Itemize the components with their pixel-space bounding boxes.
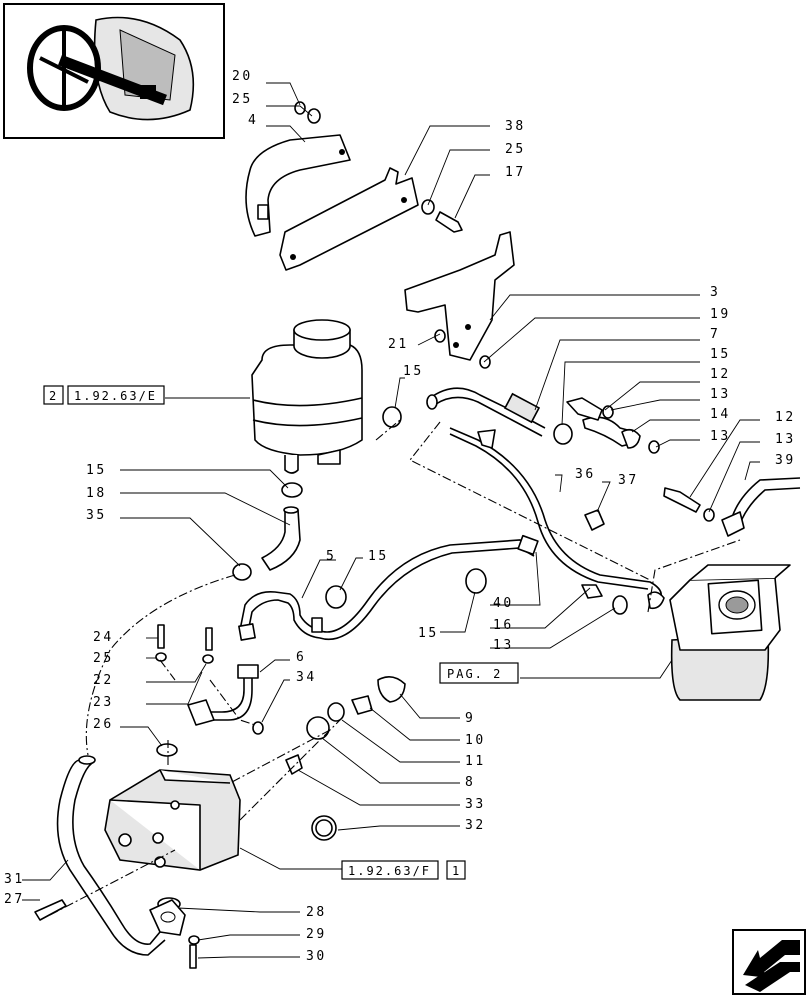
- callout-20: 20: [232, 69, 253, 84]
- part-18-elbow-hose: [261, 506, 301, 571]
- callout-25: 25: [232, 92, 253, 107]
- ref-page-code: 1.92.63/E: [74, 389, 157, 403]
- pressure-pipe-6: [187, 664, 259, 726]
- ref-sheet-number: 1: [452, 864, 461, 878]
- fittings-right: [566, 397, 801, 615]
- callout-35: 35: [86, 508, 107, 523]
- page-navigation-arrow-icon[interactable]: [732, 929, 806, 995]
- part-4-tank-strap: [245, 134, 351, 237]
- steering-wheel-thumbnail-icon: [3, 3, 225, 139]
- callout-33: 33: [465, 797, 486, 812]
- callout-34: 34: [296, 670, 317, 685]
- callout-28: 28: [306, 905, 327, 920]
- callout-9: 9: [465, 711, 475, 726]
- callout-13: 13: [710, 429, 731, 444]
- callout-39: 39: [775, 453, 796, 468]
- callout-11: 11: [465, 754, 486, 769]
- callout-36: 36: [575, 467, 596, 482]
- callout-27: 27: [4, 892, 25, 907]
- callout-32: 32: [465, 818, 486, 833]
- callout-38: 38: [505, 119, 526, 134]
- callout-15: 15: [418, 626, 439, 641]
- callout-23: 23: [93, 695, 114, 710]
- callout-21: 21: [388, 337, 409, 352]
- callout-13: 13: [493, 638, 514, 653]
- callout-31: 31: [4, 872, 25, 887]
- callout-6: 6: [296, 650, 306, 665]
- ref-page-label: PAG. 2: [447, 667, 502, 681]
- callout-25: 25: [93, 651, 114, 666]
- pump-flange-30: [149, 899, 186, 936]
- bolts-left: [34, 624, 214, 969]
- callout-26: 26: [93, 717, 114, 732]
- callout-15: 15: [86, 463, 107, 478]
- callout-labels: 20 25 4 38 25 17 3 19 21 7 15 12 13 14 1…: [4, 69, 796, 964]
- callout-16: 16: [493, 618, 514, 633]
- part-31-suction-hose: [56, 755, 166, 956]
- steering-unit: [669, 564, 791, 701]
- callout-37: 37: [618, 473, 639, 488]
- ref-page-code: 1.92.63/F: [348, 864, 431, 878]
- part-38-bracket: [279, 167, 419, 271]
- ref-sheet-number: 2: [49, 389, 58, 403]
- leader-lines: [22, 82, 760, 959]
- callout-14: 14: [710, 407, 731, 422]
- callout-25: 25: [505, 142, 526, 157]
- callout-18: 18: [86, 486, 107, 501]
- callout-3: 3: [710, 285, 720, 300]
- reference-box-pag-2[interactable]: PAG. 2: [439, 662, 519, 684]
- reference-box-1-92-63-e[interactable]: 2 1.92.63/E: [43, 385, 165, 405]
- callout-15: 15: [403, 364, 424, 379]
- callout-24: 24: [93, 630, 114, 645]
- callout-29: 29: [306, 927, 327, 942]
- callout-13: 13: [775, 432, 796, 447]
- callout-13: 13: [710, 387, 731, 402]
- callout-40: 40: [493, 596, 514, 611]
- fittings-center: [252, 676, 406, 775]
- callout-15: 15: [710, 347, 731, 362]
- callout-7: 7: [710, 327, 720, 342]
- reference-box-1-92-63-f[interactable]: 1.92.63/F 1: [341, 860, 466, 880]
- callout-12: 12: [775, 410, 796, 425]
- callout-17: 17: [505, 165, 526, 180]
- callout-8: 8: [465, 775, 475, 790]
- assembly-centerlines: [49, 419, 741, 916]
- part-7-return-hose: [426, 387, 546, 437]
- fasteners-upper: [294, 101, 463, 233]
- callout-10: 10: [465, 733, 486, 748]
- callout-19: 19: [710, 307, 731, 322]
- part-2-oil-reservoir: [251, 319, 363, 474]
- part-5-pressure-hose: [238, 534, 539, 641]
- callout-5: 5: [326, 549, 336, 564]
- part-3-bracket: [404, 231, 515, 369]
- callout-4: 4: [248, 113, 258, 128]
- callout-22: 22: [93, 673, 114, 688]
- callout-30: 30: [306, 949, 327, 964]
- callout-15: 15: [368, 549, 389, 564]
- hydraulic-pump: [104, 769, 241, 871]
- callout-12: 12: [710, 367, 731, 382]
